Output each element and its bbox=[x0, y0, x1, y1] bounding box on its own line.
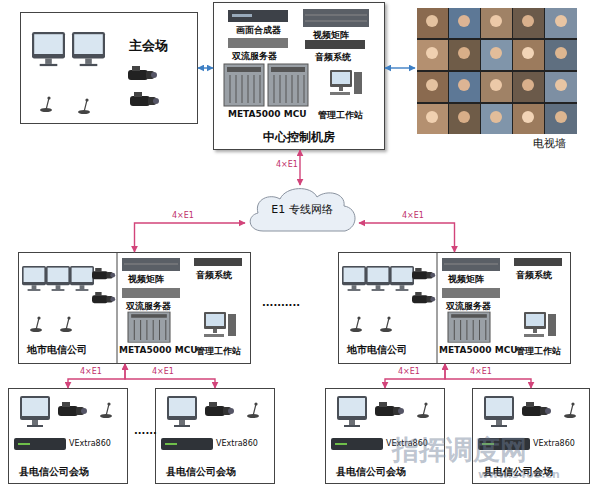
equipment-label: 画面合成器 bbox=[236, 24, 281, 37]
node-text: E1 专线网络 bbox=[245, 202, 359, 217]
equipment-label: 双流服务器 bbox=[232, 50, 277, 63]
equipment-label: 双流服务器 bbox=[126, 300, 171, 313]
equipment-label: 管理工作站 bbox=[196, 345, 241, 358]
equipment-label: 双流服务器 bbox=[446, 300, 491, 313]
venue-box: 主会场 bbox=[20, 12, 198, 124]
equipment-label: 视频矩阵 bbox=[313, 29, 349, 42]
link-connector bbox=[68, 364, 125, 388]
video-wall: 电视墙 bbox=[415, 6, 580, 152]
link-connector bbox=[299, 150, 300, 185]
link-connector bbox=[385, 364, 445, 388]
link-connector bbox=[385, 67, 415, 68]
network-cloud: E1 专线网络 bbox=[245, 185, 359, 233]
watermark: www.s4oo.cn bbox=[478, 468, 560, 481]
equipment-label: 音频系统 bbox=[315, 51, 351, 64]
equipment-label: 视频矩阵 bbox=[448, 273, 484, 286]
node-text: 县电信公司会场 bbox=[19, 465, 89, 479]
node-text: 地市电信公司 bbox=[347, 343, 407, 357]
link-label: 4×E1 bbox=[398, 367, 420, 376]
node-text: VExtra860 bbox=[216, 439, 258, 448]
equipment-label: 音频系统 bbox=[196, 269, 232, 282]
link-label: 4×E1 bbox=[152, 367, 174, 376]
node-text: 电视墙 bbox=[533, 136, 566, 151]
ellipsis-dots: ······ bbox=[134, 428, 157, 439]
equipment-label: 管理工作站 bbox=[318, 109, 363, 122]
equipment-label: META5000 MCU bbox=[439, 345, 518, 355]
equipment-label: 管理工作站 bbox=[516, 345, 561, 358]
link-label: 4×E1 bbox=[276, 160, 298, 169]
control-room-box: 中心控制机房 bbox=[213, 2, 385, 150]
node-text: 中心控制机房 bbox=[214, 129, 384, 146]
link-connector bbox=[198, 67, 213, 68]
node-text: VExtra860 bbox=[69, 439, 111, 448]
equipment-label: META5000 MCU bbox=[119, 345, 198, 355]
node-text: 主会场 bbox=[129, 37, 168, 55]
link-connector bbox=[135, 223, 246, 252]
node-text: VExtra860 bbox=[533, 439, 575, 448]
equipment-label: 音频系统 bbox=[516, 269, 552, 282]
node-text: 县电信公司会场 bbox=[166, 465, 236, 479]
link-label: 4×E1 bbox=[80, 367, 102, 376]
node-text: 地市电信公司 bbox=[27, 343, 87, 357]
link-label: 4×E1 bbox=[172, 211, 194, 220]
link-connector bbox=[445, 364, 531, 388]
node-text: 县电信公司会场 bbox=[336, 465, 406, 479]
link-connector bbox=[359, 223, 455, 252]
link-label: 4×E1 bbox=[402, 211, 424, 220]
equipment-label: META5000 MCU bbox=[228, 109, 307, 119]
county-site-box: VExtra860 县电信公司会场 bbox=[155, 388, 275, 484]
equipment-label: 视频矩阵 bbox=[128, 273, 164, 286]
video-wall-image bbox=[417, 8, 577, 134]
county-site-box: VExtra860 县电信公司会场 bbox=[8, 388, 128, 484]
ellipsis-dots: ·········· bbox=[262, 300, 300, 311]
watermark: 指挥调度网 bbox=[392, 432, 527, 468]
link-connector bbox=[125, 364, 215, 388]
link-label: 4×E1 bbox=[470, 367, 492, 376]
